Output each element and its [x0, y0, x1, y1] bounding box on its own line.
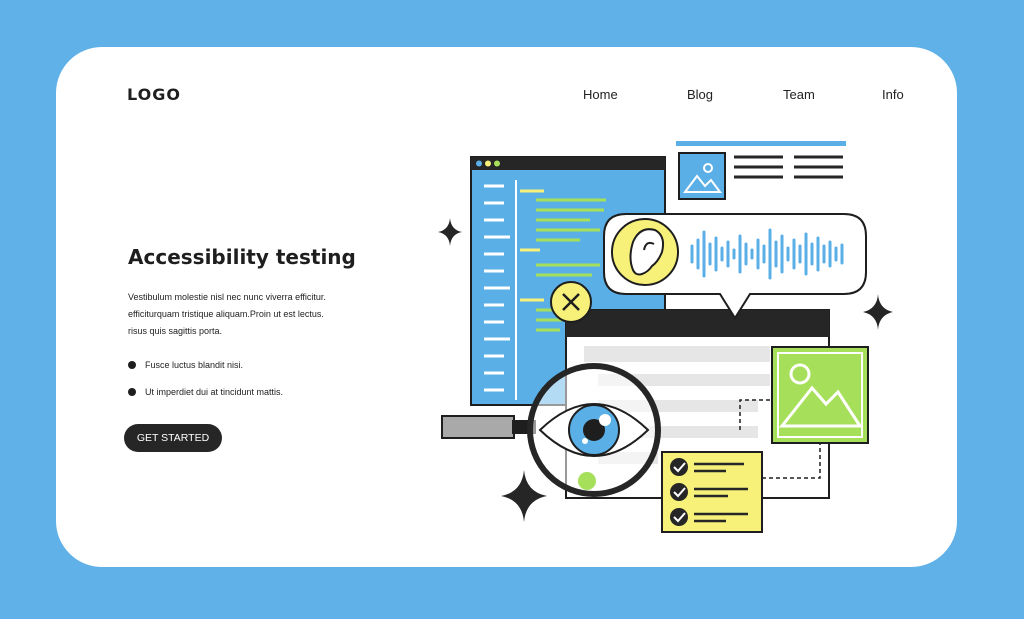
sparkle-icon: [501, 470, 547, 522]
hero-description: Vestibulum molestie nisl nec nunc viverr…: [128, 292, 326, 336]
checklist: [661, 451, 763, 533]
sparkle-icon: [438, 218, 462, 246]
bullet-item: Fusce luctus blandit nisi.: [128, 360, 243, 370]
close-icon: [550, 281, 592, 323]
logo[interactable]: LOGO: [127, 85, 181, 104]
sound-wave-icon: [690, 228, 844, 280]
image-icon: [771, 346, 869, 444]
nav-info[interactable]: Info: [882, 87, 904, 102]
magnifier-icon: [441, 363, 661, 497]
get-started-button[interactable]: GET STARTED: [124, 424, 222, 452]
nav-blog[interactable]: Blog: [687, 87, 714, 102]
bullet-item: Ut imperdiet dui at tincidunt mattis.: [128, 387, 283, 397]
audio-bubble: [603, 213, 867, 320]
bullet-dot-icon: [128, 361, 136, 369]
page-title: Accessibility testing: [128, 245, 356, 269]
nav-team[interactable]: Team: [783, 87, 815, 102]
bullet-text: Ut imperdiet dui at tincidunt mattis.: [145, 387, 284, 397]
bullet-text: Fusce luctus blandit nisi.: [145, 360, 244, 370]
nav-home[interactable]: Home: [583, 87, 618, 102]
sparkle-icon: [863, 294, 893, 330]
image-thumbnail: [676, 141, 846, 200]
eye-icon: [538, 403, 650, 457]
bullet-dot-icon: [128, 388, 136, 396]
